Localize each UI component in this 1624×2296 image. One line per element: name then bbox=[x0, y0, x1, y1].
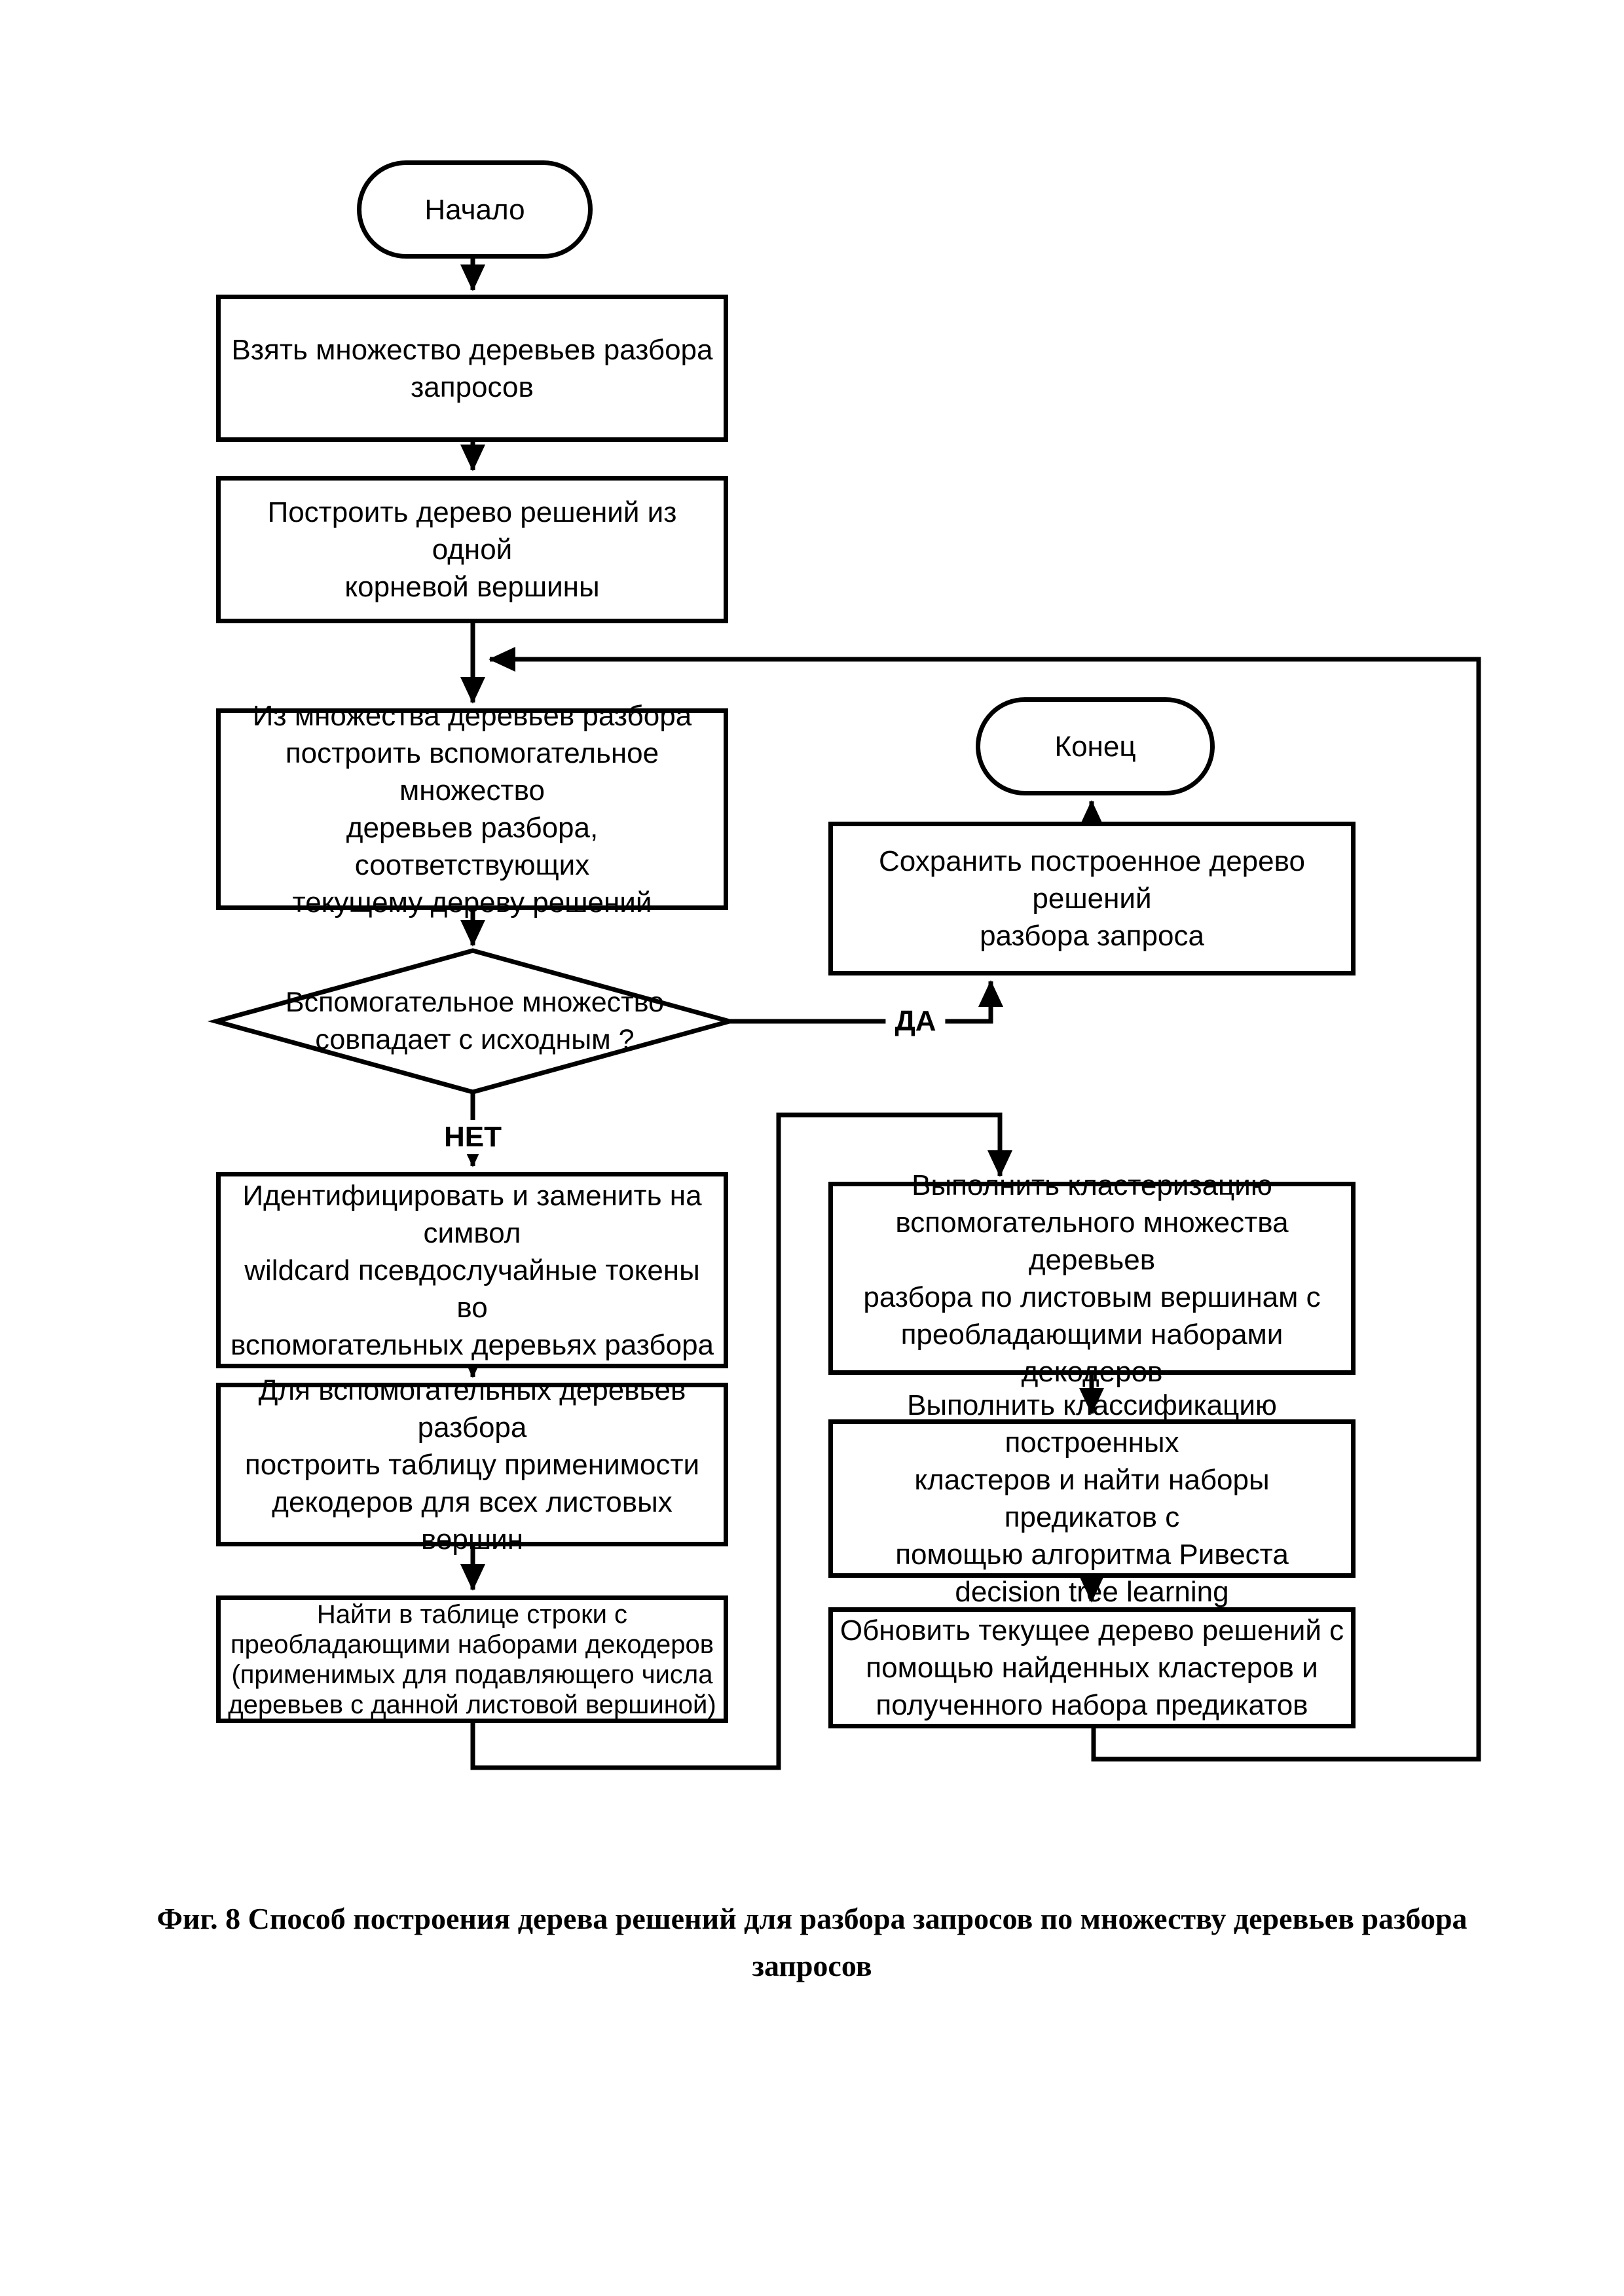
step-wildcard-replace-tokens: Идентифицировать и заменить на символ wi… bbox=[216, 1172, 728, 1368]
no-branch-label: НЕТ bbox=[435, 1120, 511, 1154]
step-take-parse-trees: Взять множество деревьев разбора запросо… bbox=[216, 295, 728, 442]
connector-find-rows-to-clusterize bbox=[470, 1112, 1013, 1770]
yes-branch-label: ДА bbox=[885, 1004, 946, 1038]
terminator-start: Начало bbox=[357, 160, 593, 259]
step-build-decoder-table: Для вспомогательных деревьев разбора пос… bbox=[216, 1374, 728, 1556]
connector-yes-branch bbox=[729, 980, 1004, 1024]
step-build-root-decision-tree: Построить дерево решений из одной корнев… bbox=[216, 476, 728, 623]
step-build-auxiliary-set: Из множества деревьев разбора построить … bbox=[216, 700, 728, 919]
terminator-end: Конец bbox=[976, 697, 1215, 795]
step-find-dominant-rows: Найти в таблице строки с преобладающими … bbox=[216, 1595, 728, 1723]
step-save-decision-tree: Сохранить построенное дерево решений раз… bbox=[828, 822, 1356, 975]
decision-aux-set-equals-original: Вспомогательное множество совпадает с ис… bbox=[285, 987, 665, 1055]
connector-feedback-loop bbox=[489, 646, 1481, 1762]
step-update-decision-tree: Обновить текущее дерево решений с помощь… bbox=[828, 1607, 1356, 1728]
step-classify-rivest-dtl: Выполнить классификацию построенных клас… bbox=[828, 1389, 1356, 1608]
figure-caption: Фиг. 8 Способ построения дерева решений … bbox=[157, 1902, 1467, 1982]
step-clusterize-aux-set: Выполнить кластеризацию вспомогательного… bbox=[828, 1169, 1356, 1388]
